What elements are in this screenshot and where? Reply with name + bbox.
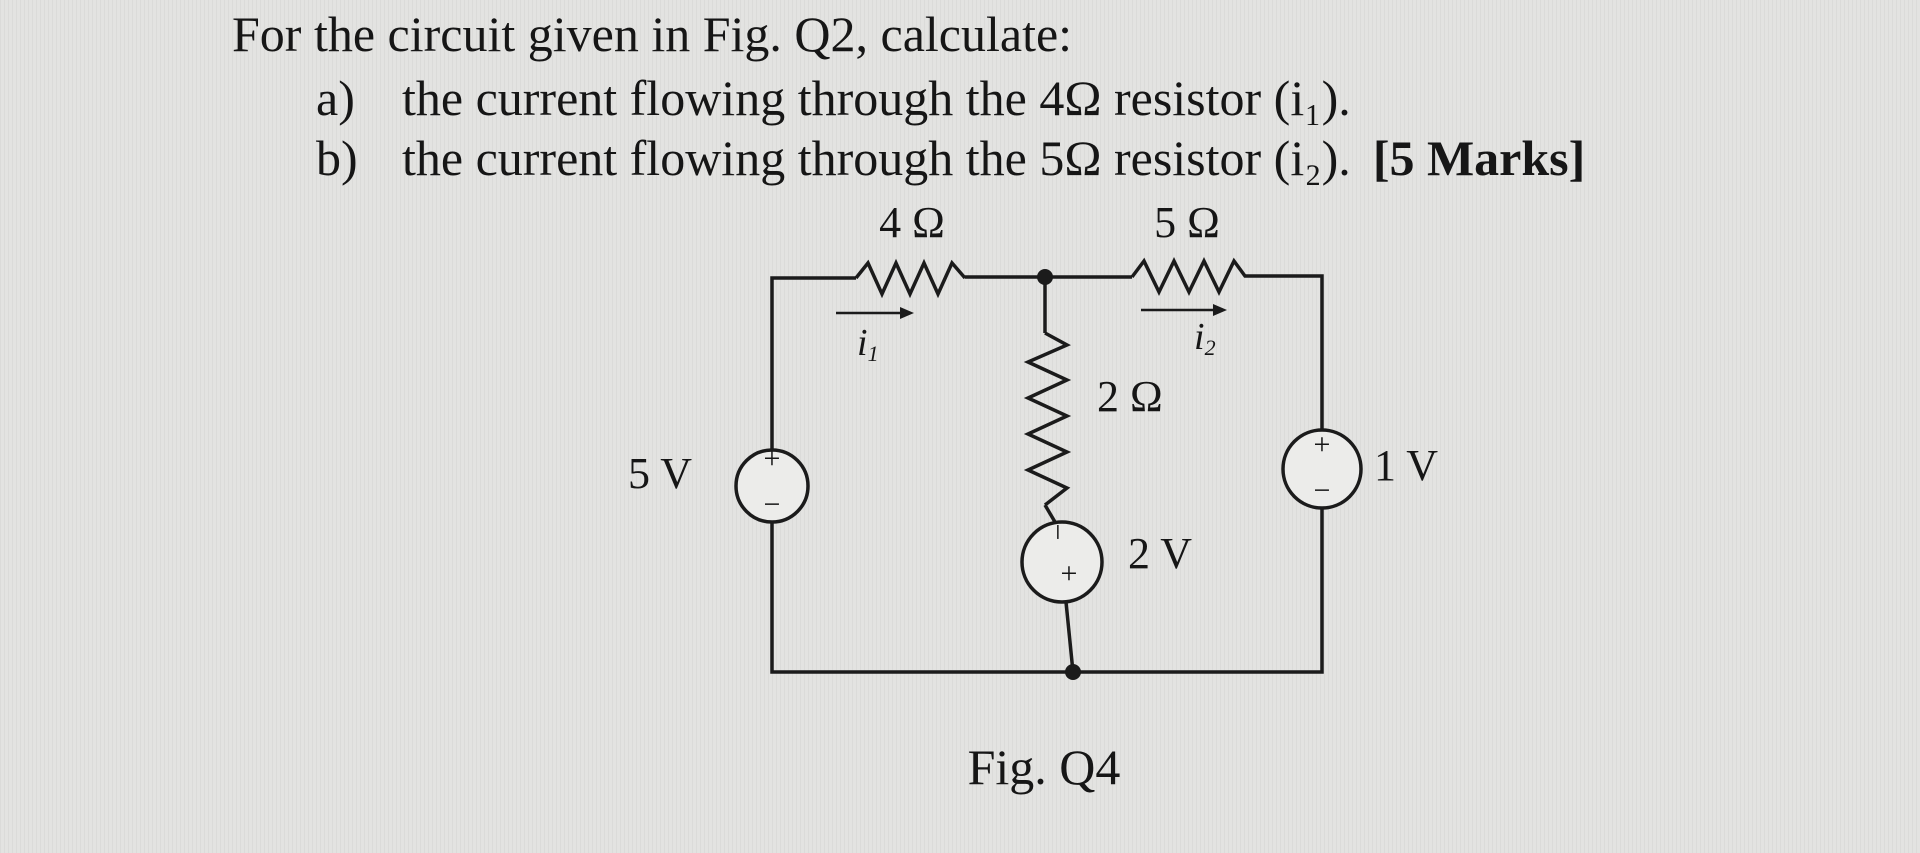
question-part-a: a) the current flowing through the 4Ω res… [316,70,1351,126]
current-i1-label: i1 [857,322,879,366]
current-i2-letter: i [1194,316,1205,358]
source-2v-plus-sign: + [1061,557,1078,590]
question-intro: For the circuit given in Fig. Q2, calcul… [232,6,1073,62]
wire-middle-link [1043,504,1057,523]
wire-right-lower [1073,508,1324,674]
voltage-source-5v [734,448,810,524]
resistor-2-ohm-label: 2 Ω [1097,372,1163,421]
resistor-2-ohm [1023,331,1072,507]
current-arrow-i2-head [1213,304,1227,316]
part-a-label: a) [316,70,355,126]
figure-caption: Fig. Q4 [968,739,1121,795]
wire-top-right [1255,274,1324,430]
wire-left-lower [770,522,1073,674]
resistor-5-ohm-label: 5 Ω [1154,198,1220,247]
source-5v-label: 5 V [628,449,692,498]
source-5v-plus-sign: + [764,442,781,475]
current-i1-subscript: 1 [868,341,879,366]
current-i1-letter: i [857,322,868,364]
voltage-source-1v [1281,428,1363,510]
wire-top-left [770,276,856,450]
resistor-5-ohm [1130,256,1255,297]
source-1v-plus-sign: + [1314,428,1331,461]
part-a-text: the current flowing through the 4Ω resis… [402,70,1351,126]
junction-node-bottom [1065,664,1081,680]
question-text: For the circuit given in Fig. Q2, calcul… [0,0,1920,200]
current-i2-label: i2 [1194,316,1216,360]
source-1v-label: 1 V [1374,441,1438,490]
junction-node-top [1037,269,1053,285]
source-2v-minus-sign: − [1041,524,1074,541]
marks-label: [5 Marks] [1372,130,1586,186]
source-2v-label: 2 V [1128,529,1192,578]
current-arrow-i1-head [900,307,914,319]
question-part-b: b) the current flowing through the 5Ω res… [316,130,1585,186]
current-i2-subscript: 2 [1205,335,1216,360]
part-b-text: the current flowing through the 5Ω resis… [402,130,1351,186]
wire-middle-lower [1064,601,1075,673]
voltage-source-2v [1020,520,1104,604]
part-b-label: b) [316,130,358,186]
resistor-4-ohm [854,258,967,299]
resistor-4-ohm-label: 4 Ω [879,198,945,247]
source-1v-minus-sign: − [1314,474,1331,507]
source-5v-minus-sign: − [764,488,781,521]
